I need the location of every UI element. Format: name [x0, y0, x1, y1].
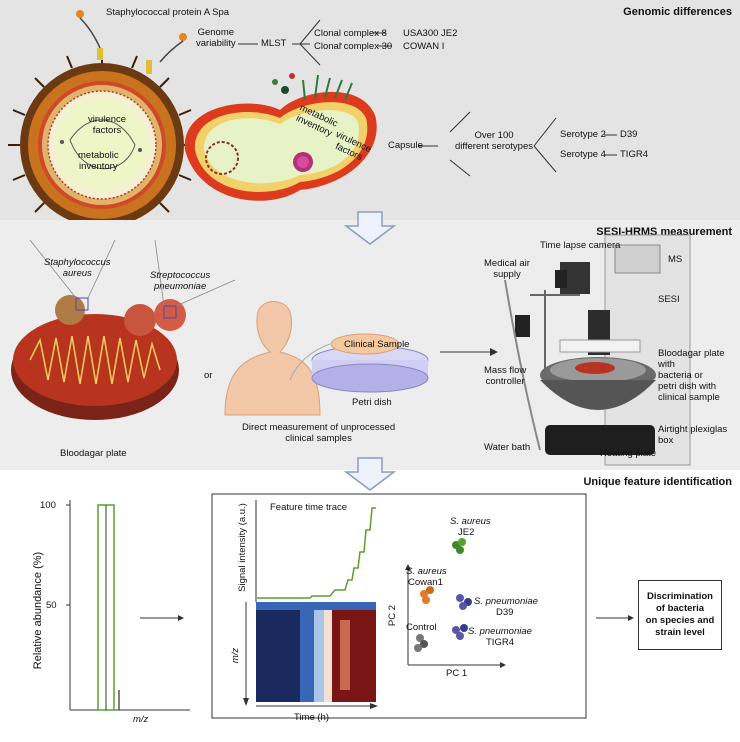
feature-time-trace: [255, 500, 376, 602]
cowan-label: COWAN I: [403, 41, 445, 52]
heating-plate-label: Heating plate: [600, 448, 656, 459]
mlst-label: MLST: [261, 38, 287, 49]
metabolic-inventory-staph-label: metabolic inventory: [78, 150, 119, 172]
d39-label: D39: [620, 129, 638, 140]
panel-title-genomic: Genomic differences: [623, 6, 732, 18]
patient-silhouette: [224, 301, 321, 416]
strep-cell: [184, 73, 377, 201]
clonal-complex-8-label: Clonal complex 8: [314, 28, 387, 39]
sesi-hrms-setup: [504, 234, 691, 466]
bloodagar-plate: [11, 239, 236, 420]
s-pneumoniae-tigr4-label: S. pneumoniae: [468, 626, 532, 637]
discrimination-label: Discrimination of bacteria on species an…: [645, 591, 715, 638]
protein-a-label: Staphylococcal protein A Spa: [106, 7, 230, 18]
bloodagar-label: Bloodagar plate: [60, 448, 127, 459]
heatmap: [243, 602, 378, 709]
clonal-complex-30-label: Clonal complex 30: [314, 41, 393, 52]
ms-label: MS: [668, 254, 683, 265]
feature-time-trace-label: Feature time trace: [270, 502, 348, 513]
serotype-4-label: Serotype 4: [560, 149, 606, 160]
strep-label: Streptococcus pneumoniae: [150, 270, 211, 292]
s-aureus-cowan-label: S. aureus: [406, 566, 447, 577]
discrimination-box: Discrimination of bacteria on species an…: [638, 580, 722, 650]
or-label: or: [204, 370, 213, 381]
pc2-label: PC 2: [387, 604, 399, 627]
tigr4-pca-label: TIGR4: [486, 637, 514, 648]
heatmap-mz-label: m/z: [230, 647, 242, 664]
ytick-100: 100: [40, 500, 56, 511]
medical-air-label: Medical air supply: [484, 258, 530, 280]
panel-title-unique: Unique feature identification: [583, 476, 732, 488]
relative-abundance-axis-label: Relative abundance (%): [32, 551, 45, 670]
serotype-2-label: Serotype 2: [560, 129, 606, 140]
usa300-label: USA300 JE2: [403, 28, 458, 39]
clinical-sample-label: Clinical Sample: [344, 339, 410, 350]
mass-flow-label: Mass flow controller: [484, 365, 527, 387]
water-bath-label: Water bath: [484, 442, 531, 453]
genomic-illustration: [8, 10, 617, 220]
control-label: Control: [406, 622, 437, 633]
virulence-factors-staph-label: virulence factors: [88, 114, 127, 136]
s-pneumoniae-d39-label: S. pneumoniae: [474, 596, 538, 607]
genomic-differences-panel: Genomic differences: [0, 0, 740, 220]
pc1-label: PC 1: [446, 668, 468, 679]
petri-dish: [289, 333, 429, 393]
airtight-box-label: Airtight plexiglas box: [658, 424, 728, 446]
unique-feature-panel: Unique feature identification: [0, 470, 740, 742]
spectrum-xlabel: m/z: [133, 714, 149, 725]
ytick-50: 50: [46, 600, 57, 611]
capsule-label: Capsule: [388, 140, 423, 151]
timelapse-camera-label: Time lapse camera: [540, 240, 621, 251]
unique-feature-graphics: [66, 493, 634, 719]
pca-plot: [405, 538, 506, 668]
staph-cell: [8, 10, 196, 220]
time-label: Time (h): [294, 712, 330, 723]
je2-label: JE2: [458, 527, 475, 538]
serotypes-label: Over 100 different serotypes: [455, 130, 533, 152]
bloodagar-with-label: Bloodagar plate with bacteria or petri d…: [658, 348, 725, 403]
signal-intensity-label: Signal intensity (a.u.): [236, 503, 248, 592]
sesi-label: SESI: [658, 294, 680, 305]
tigr4-label: TIGR4: [620, 149, 648, 160]
direct-measurement-label: Direct measurement of unprocessed clinic…: [242, 422, 396, 444]
sesi-illustration: [11, 234, 691, 466]
mass-spectrum: [66, 500, 190, 711]
d39-pca-label: D39: [496, 607, 514, 618]
staph-label: Staphylococcus aureus: [44, 257, 111, 279]
sesi-hrms-panel: SESI-HRMS measurement: [0, 220, 740, 470]
genome-variability-label: Genome variability: [196, 27, 236, 49]
petri-dish-label: Petri dish: [352, 397, 392, 408]
cowan1-label: Cowan1: [408, 577, 443, 588]
s-aureus-je2-label: S. aureus: [450, 516, 491, 527]
